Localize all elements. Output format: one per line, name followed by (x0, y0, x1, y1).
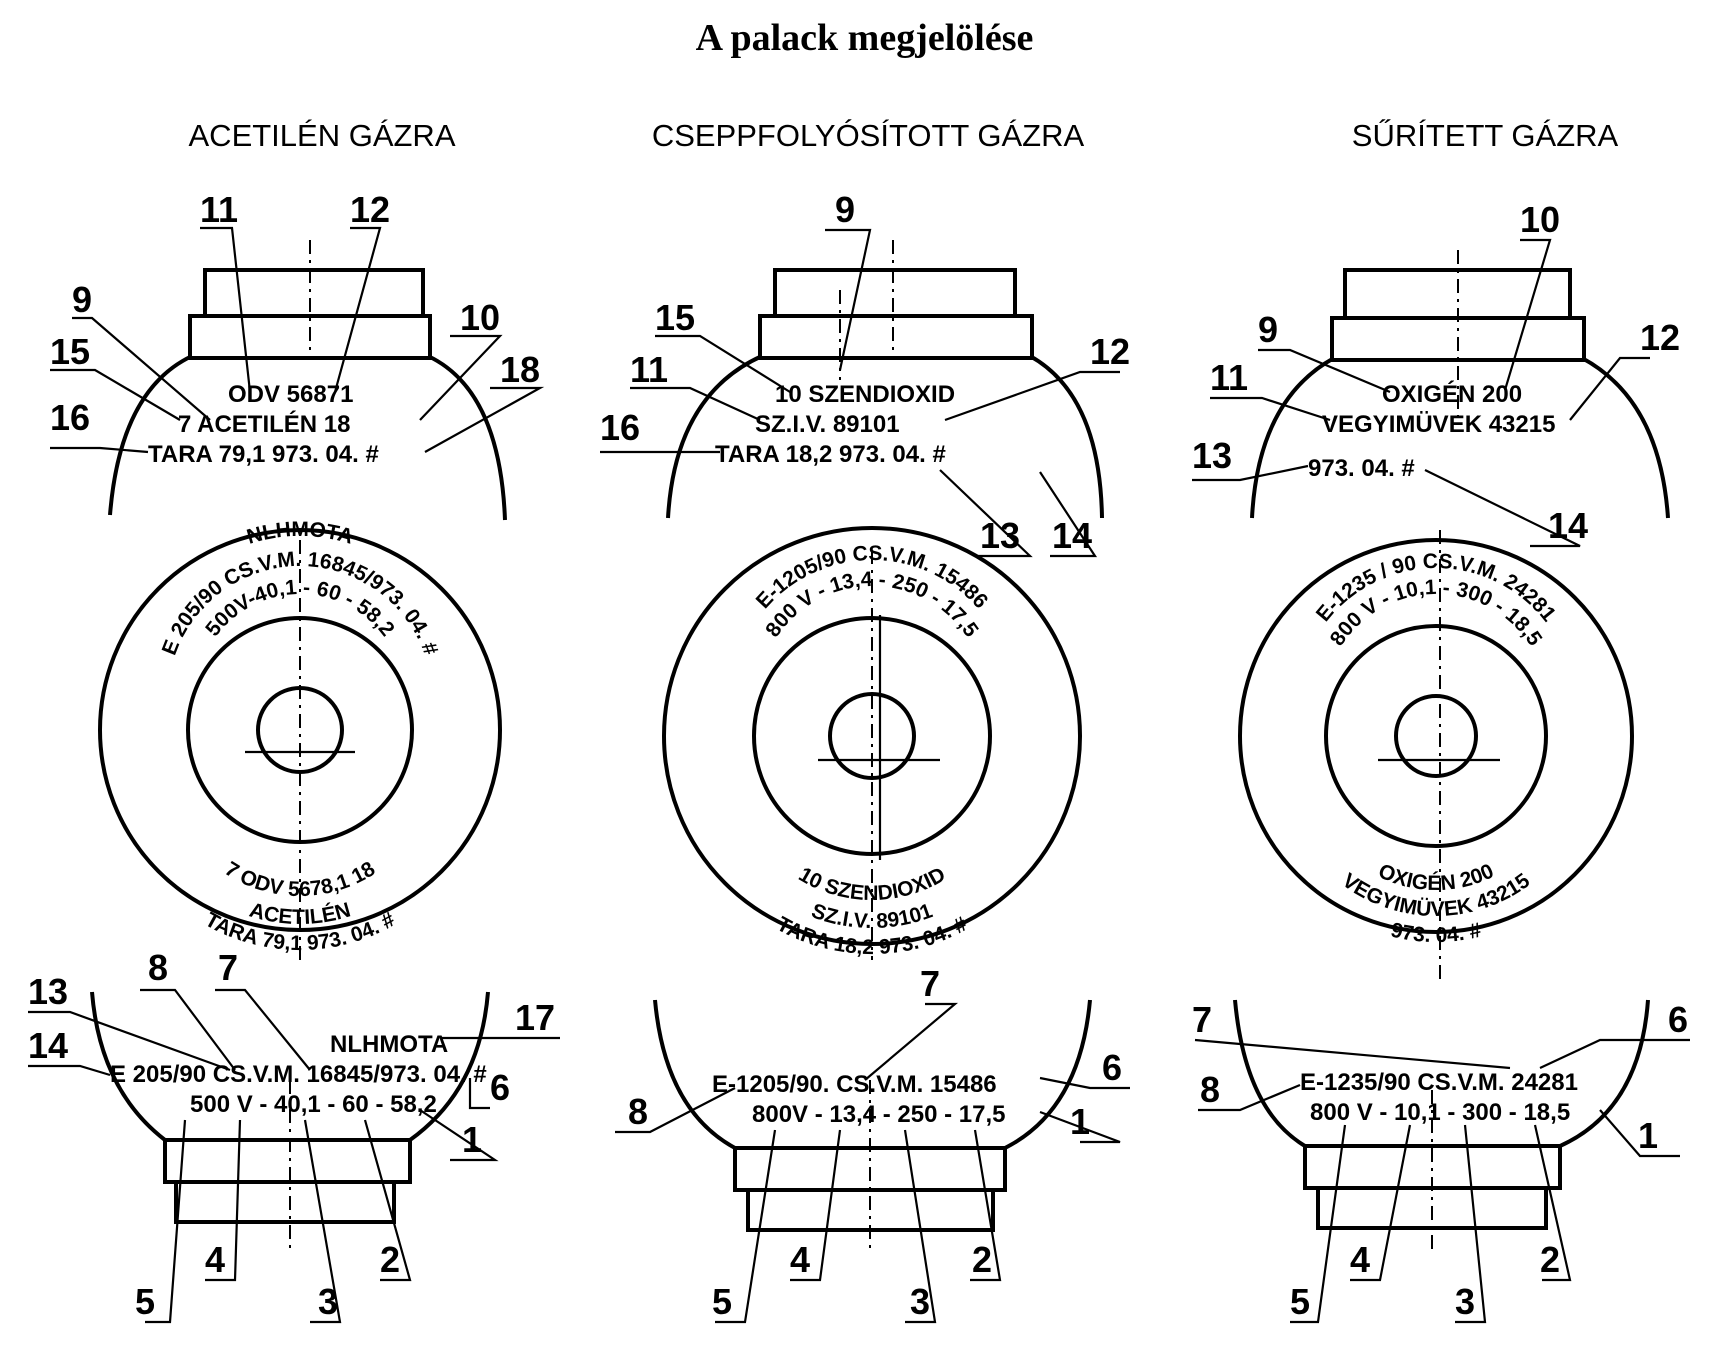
label-3: 3 (318, 1281, 338, 1322)
stamp-line: NLHMOTA (330, 1031, 448, 1058)
label-1: 1 (462, 1119, 482, 1160)
stamp-line: 800V - 13,4 - 250 - 17,5 (752, 1101, 1006, 1128)
label-6: 6 (1102, 1047, 1122, 1088)
label-18: 18 (500, 349, 540, 390)
compressed-column: OXIGÉN 200 VEGYIMÜVEK 43215 973. 04. # 1… (1192, 199, 1690, 1324)
label-1: 1 (1638, 1115, 1658, 1156)
stamp-line: E-1235/90 CS.V.M. 24281 (1300, 1069, 1578, 1096)
compressed-top-view: OXIGÉN 200 VEGYIMÜVEK 43215 973. 04. # 1… (1192, 199, 1680, 548)
label-6: 6 (490, 1067, 510, 1108)
label-8: 8 (628, 1091, 648, 1132)
label-3: 3 (1455, 1281, 1475, 1322)
label-2: 2 (380, 1239, 400, 1280)
stamp-line: VEGYIMÜVEK 43215 (1322, 411, 1555, 438)
stamp-line: 7 ACETILÉN 18 (178, 410, 351, 438)
compressed-bottom-view: E-1235/90 CS.V.M. 24281 800 V - 10,1 - 3… (1192, 999, 1690, 1324)
label-16: 16 (600, 407, 640, 448)
label-6: 6 (1668, 999, 1688, 1040)
label-3: 3 (910, 1281, 930, 1322)
label-11: 11 (200, 189, 238, 230)
label-17: 17 (515, 997, 555, 1038)
ring-text: OXIGÉN 200 (1375, 860, 1497, 896)
liquefied-column: 10 SZENDIOXID SZ.I.V. 89101 TARA 18,2 97… (600, 189, 1130, 1324)
label-5: 5 (135, 1281, 155, 1322)
label-11: 11 (1210, 357, 1248, 398)
acetylene-top-view: ODV 56871 7 ACETILÉN 18 TARA 79,1 973. 0… (50, 189, 545, 521)
ring-text: ACETILÉN (247, 898, 353, 929)
stamp-line: TARA 79,1 973. 04. # (148, 441, 379, 468)
liquefied-ring-view: E-1205/90 CS.V.M. 15486 800 V - 13,4 - 2… (662, 526, 1082, 960)
column-heading-liquefied: CSEPPFOLYÓSÍTOTT GÁZRA (651, 118, 1085, 153)
stamp-line: 10 SZENDIOXID (775, 381, 955, 408)
label-9: 9 (72, 279, 92, 320)
column-heading-compressed: SŰRÍTETT GÁZRA (1351, 118, 1619, 153)
label-9: 9 (1258, 309, 1278, 350)
label-15: 15 (655, 297, 695, 338)
label-14: 14 (28, 1025, 68, 1066)
label-16: 16 (50, 397, 90, 438)
stamp-line: E 205/90 CS.V.M. 16845/973. 04. # (110, 1061, 487, 1088)
stamp-line: OXIGÉN 200 (1382, 380, 1522, 408)
stamp-line: SZ.I.V. 89101 (755, 411, 900, 438)
stamp-line: ODV 56871 (228, 381, 353, 408)
label-5: 5 (712, 1281, 732, 1322)
label-14: 14 (1052, 515, 1092, 556)
label-9: 9 (835, 189, 855, 230)
label-2: 2 (972, 1239, 992, 1280)
label-1: 1 (1070, 1101, 1090, 1142)
label-13: 13 (980, 515, 1020, 556)
column-heading-acetylene: ACETILÉN GÁZRA (188, 118, 456, 153)
compressed-ring-view: E-1235 / 90 CS.V.M. 24281 800 V - 10,1 -… (1238, 530, 1634, 985)
label-2: 2 (1540, 1239, 1560, 1280)
label-8: 8 (1200, 1069, 1220, 1110)
label-13: 13 (1192, 435, 1232, 476)
label-8: 8 (148, 947, 168, 988)
label-4: 4 (1350, 1239, 1370, 1280)
label-12: 12 (1640, 317, 1680, 358)
acetylene-column: ODV 56871 7 ACETILÉN 18 TARA 79,1 973. 0… (28, 189, 560, 1324)
label-7: 7 (920, 963, 940, 1004)
stamp-line: 973. 04. # (1308, 455, 1415, 482)
label-15: 15 (50, 331, 90, 372)
label-4: 4 (205, 1239, 225, 1280)
stamp-line: E-1205/90. CS.V.M. 15486 (712, 1071, 997, 1098)
label-10: 10 (1520, 199, 1560, 240)
acetylene-ring-view: NLHMOTA E 205/90 CS.V.M. 16845/973. 04. … (98, 518, 502, 960)
stamp-line: 500 V - 40,1 - 60 - 58,2 (190, 1091, 437, 1118)
ring-text: 973. 04. # (1389, 919, 1484, 948)
label-7: 7 (1192, 999, 1212, 1040)
label-12: 12 (1090, 331, 1130, 372)
label-11: 11 (630, 349, 668, 390)
label-4: 4 (790, 1239, 810, 1280)
page-title: A palack megjelölése (695, 17, 1034, 59)
label-14: 14 (1548, 505, 1588, 546)
stamp-line: TARA 18,2 973. 04. # (715, 441, 946, 468)
liquefied-top-view: 10 SZENDIOXID SZ.I.V. 89101 TARA 18,2 97… (600, 189, 1130, 558)
acetylene-bottom-view: NLHMOTA E 205/90 CS.V.M. 16845/973. 04. … (28, 947, 560, 1324)
liquefied-bottom-view: E-1205/90. CS.V.M. 15486 800V - 13,4 - 2… (615, 963, 1130, 1324)
label-7: 7 (218, 947, 238, 988)
label-10: 10 (460, 297, 500, 338)
stamp-line: 800 V - 10,1 - 300 - 18,5 (1310, 1099, 1570, 1126)
label-13: 13 (28, 971, 68, 1012)
label-12: 12 (350, 189, 390, 230)
label-5: 5 (1290, 1281, 1310, 1322)
